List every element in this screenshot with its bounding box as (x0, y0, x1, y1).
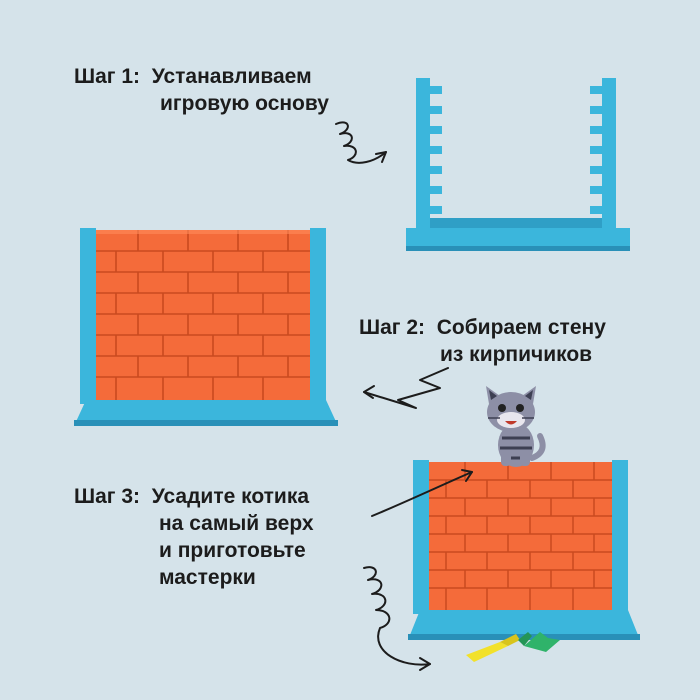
doodle-arrow-4 (363, 566, 431, 666)
doodle-arrow-3 (371, 471, 473, 517)
doodle-arrow-3-head (461, 469, 473, 482)
step-1-caption: Шаг 1: Устанавливаем игровую основу (74, 63, 329, 117)
step-3-line-1: Шаг 3: Усадите котика (74, 483, 314, 510)
doodle-arrow-1-head (375, 151, 387, 163)
step-2-label: Шаг 2: (359, 316, 426, 339)
step-3-caption: Шаг 3: Усадите котика на самый верх и пр… (74, 483, 314, 591)
step-1-label: Шаг 1: (74, 65, 141, 88)
doodle-arrow-2-head (363, 385, 375, 399)
doodle-arrow-2 (363, 367, 449, 409)
step-2-text-2: из кирпичиков (440, 343, 593, 366)
step-3-text-1: Усадите котика (151, 485, 310, 508)
step-1-text-1: Устанавливаем (151, 65, 312, 88)
trowel-icon (466, 634, 520, 662)
doodle-arrow-1 (335, 121, 387, 164)
doodle-arrow-4-head (419, 657, 431, 671)
step-3-label: Шаг 3: (74, 485, 141, 508)
step-2-text-1: Собираем стену (436, 316, 606, 339)
step-3-text-3: и приготовьте (159, 539, 306, 562)
step-1-text-2: игровую основу (160, 92, 329, 115)
step-3-text-2: на самый верх (159, 512, 314, 535)
step-2-caption: Шаг 2: Собираем стену из кирпичиков (359, 314, 606, 368)
step-3-text-4: мастерки (159, 566, 256, 589)
brick-wall-with-cat-illustration (408, 460, 640, 640)
trowel-icon-green (518, 632, 560, 652)
cat-figure-illustration (486, 386, 546, 467)
step-1-line-1: Шаг 1: Устанавливаем (74, 63, 329, 90)
step-2-line-1: Шаг 2: Собираем стену (359, 314, 606, 341)
empty-frame-illustration (406, 78, 630, 251)
brick-wall-illustration (74, 228, 338, 426)
